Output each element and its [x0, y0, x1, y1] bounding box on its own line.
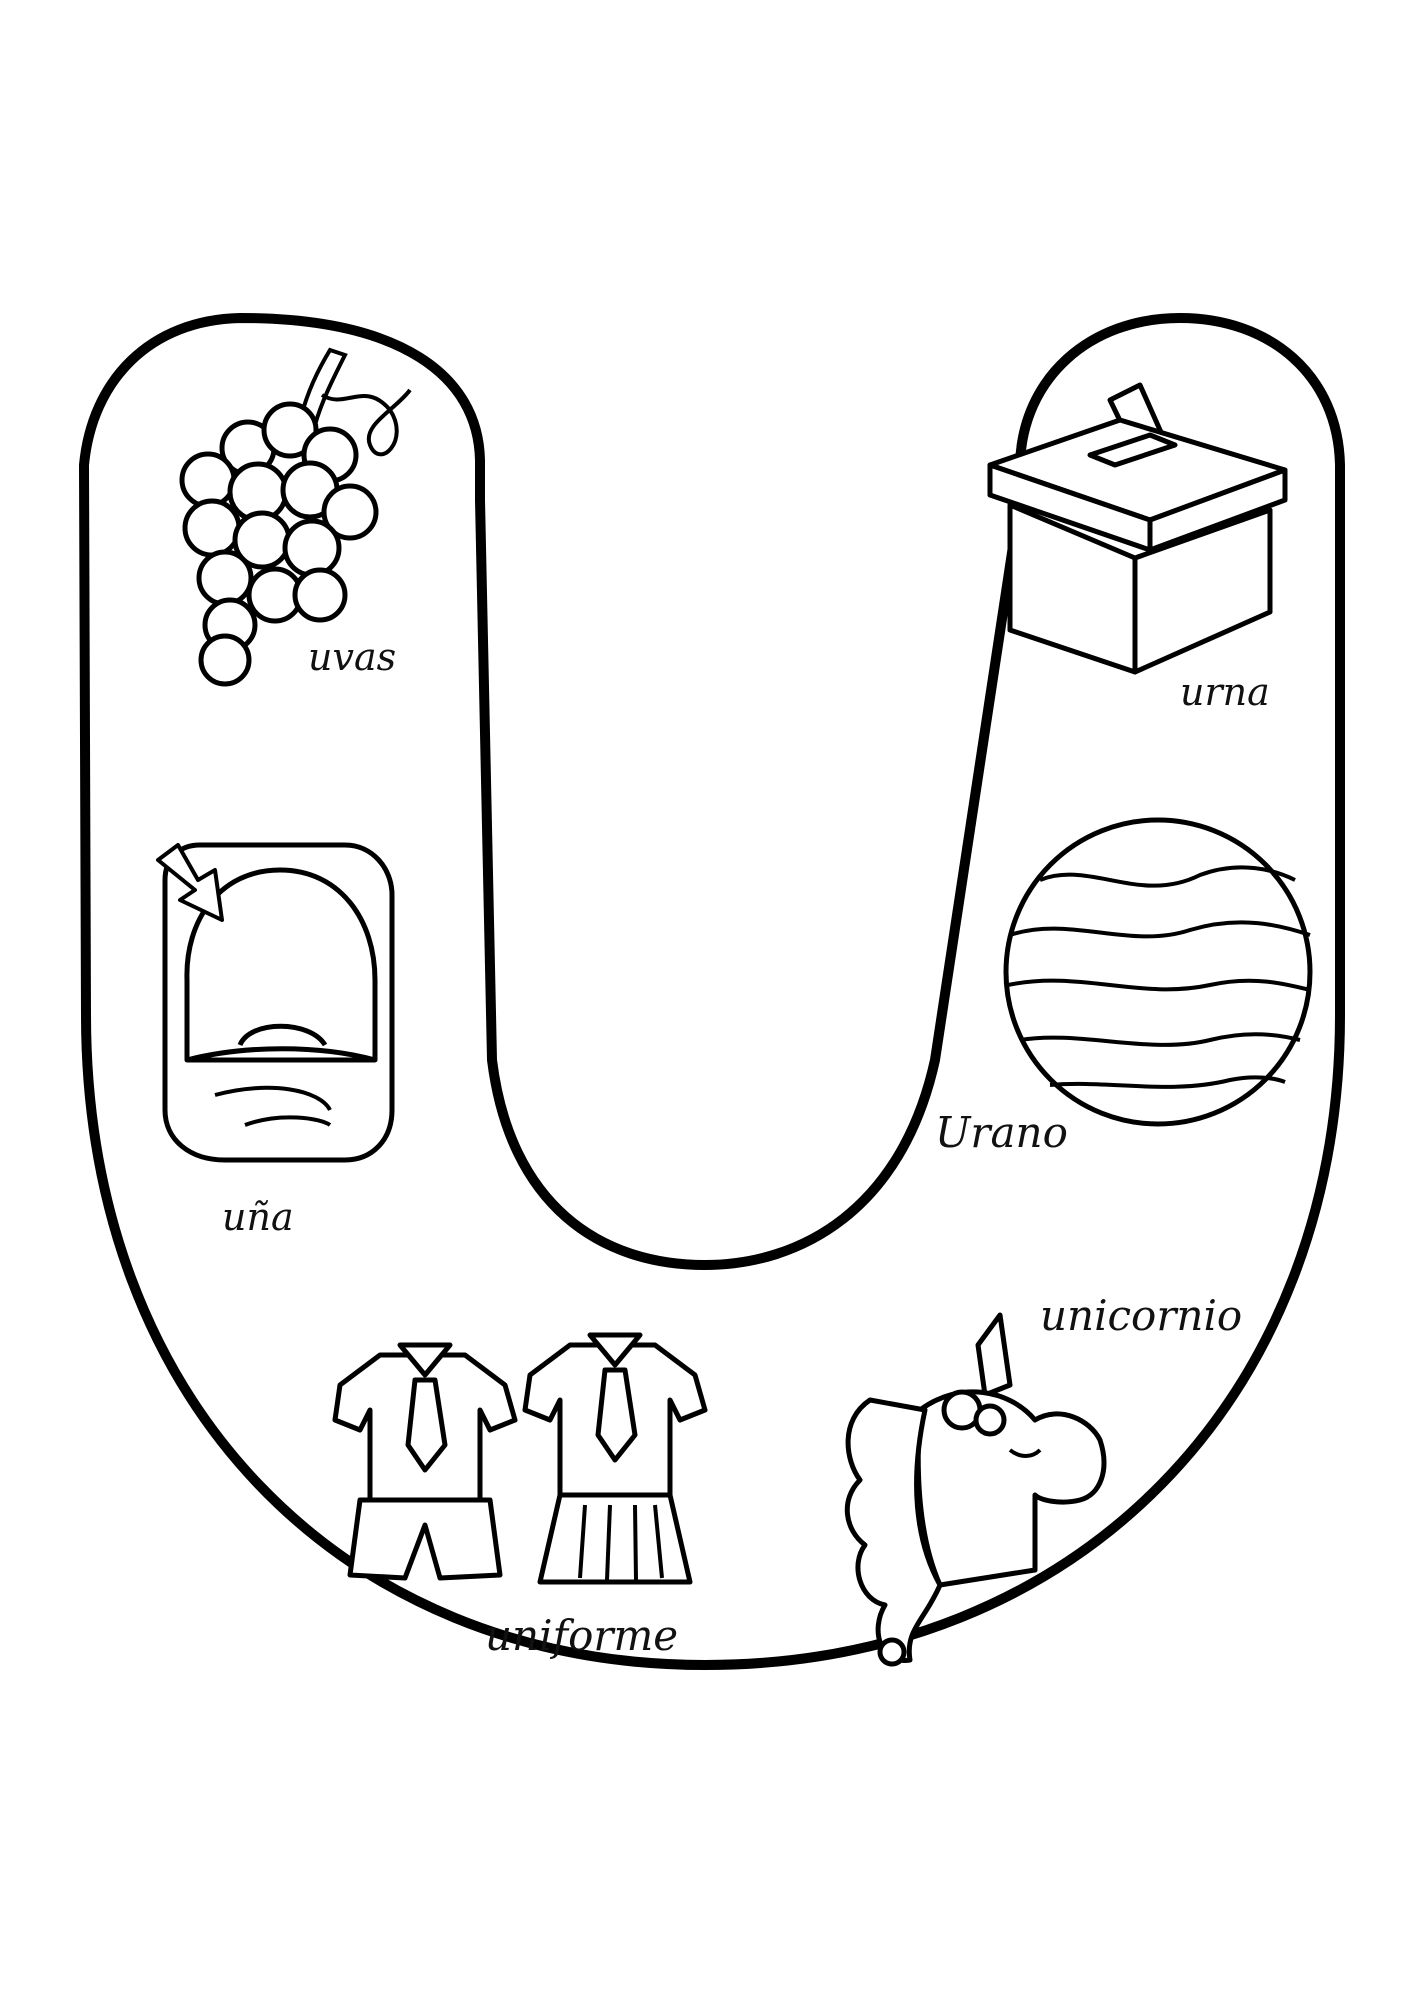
label-uvas: uvas: [308, 635, 396, 679]
letter-u-outline: [79, 313, 1345, 1670]
grapes-icon: [179, 347, 412, 687]
label-unicornio: unicornio: [1040, 1291, 1242, 1340]
label-urna: urna: [1180, 670, 1270, 714]
label-uniforme: uniforme: [485, 1611, 678, 1660]
school-uniform-icon: [332, 1332, 708, 1585]
unicorn-icon: [844, 1312, 1107, 1667]
label-una: uña: [222, 1195, 294, 1239]
fingernail-icon: [156, 842, 395, 1163]
label-urano: Urano: [935, 1108, 1068, 1157]
planet-uranus-icon: [1003, 817, 1313, 1127]
ballot-box-icon: [987, 382, 1288, 675]
